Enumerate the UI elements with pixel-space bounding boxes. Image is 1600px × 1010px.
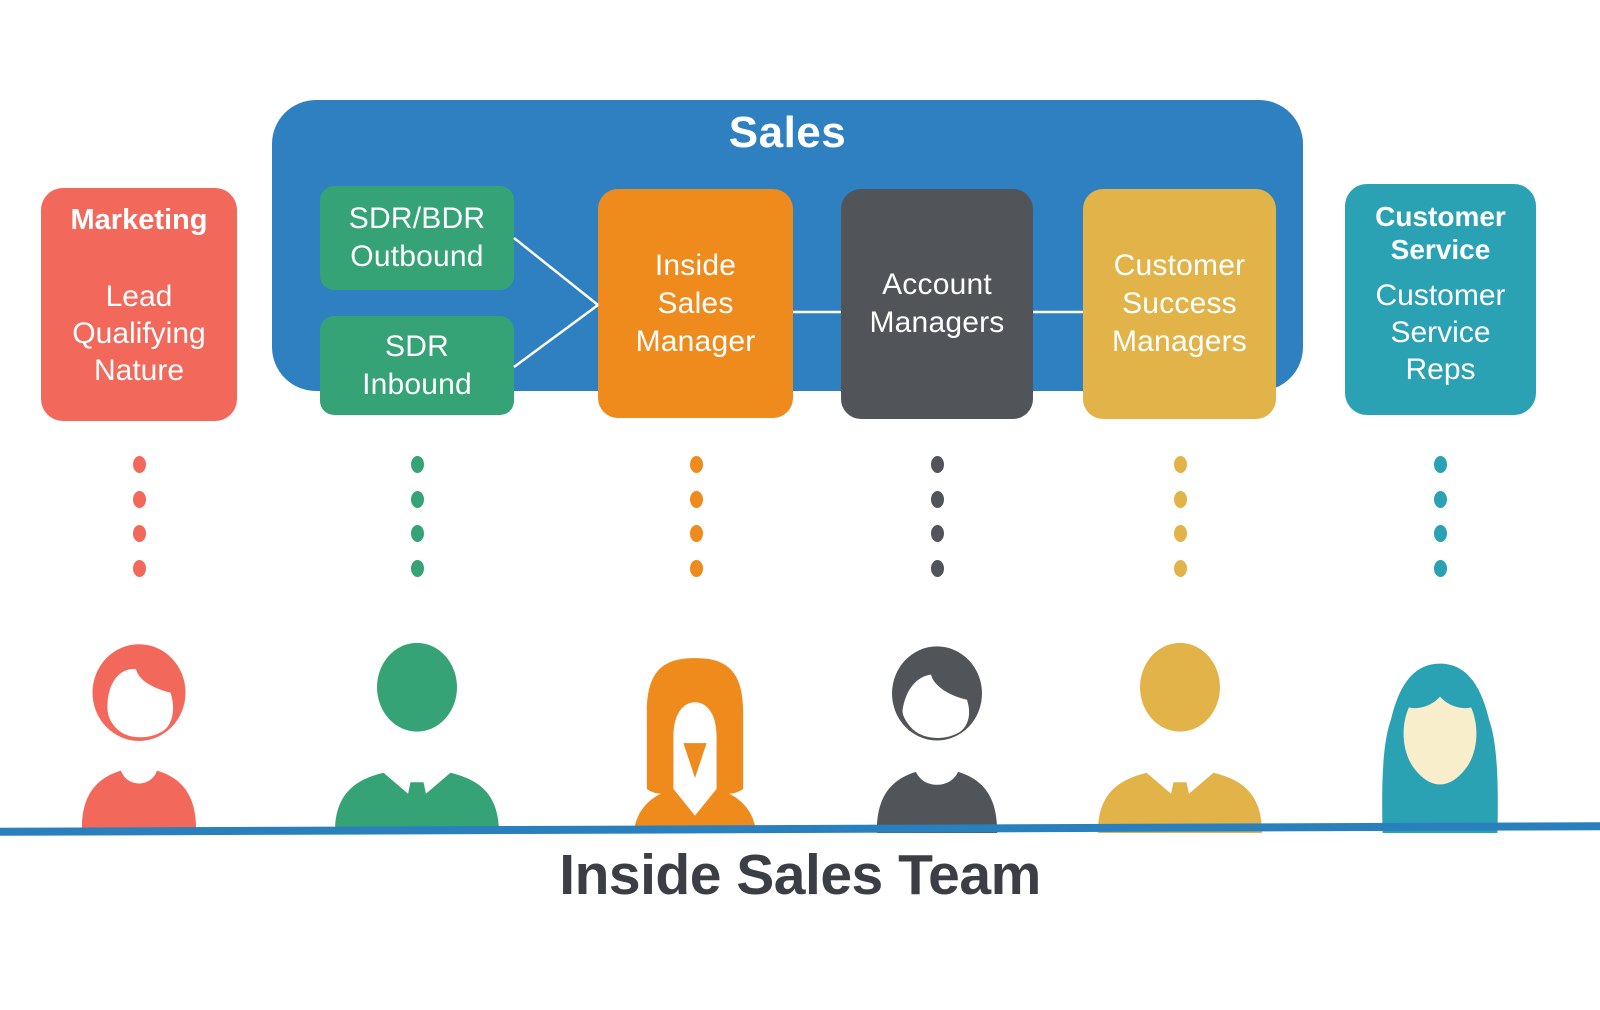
ism-dotted-leader — [686, 456, 706, 577]
dot — [1173, 490, 1187, 508]
dot — [410, 525, 424, 543]
am-dotted-leader — [927, 456, 947, 577]
dot — [410, 490, 424, 508]
dot — [930, 559, 944, 577]
customer-service-box-body: Customer Service Reps — [1375, 279, 1506, 386]
dot — [1433, 525, 1447, 543]
marketing-box-body: Lead Qualifying Nature — [72, 280, 206, 387]
account-managers-label: Account Managers — [869, 268, 1005, 339]
dot — [689, 525, 703, 543]
page-title: Inside Sales Team — [559, 843, 1041, 907]
dot — [1433, 559, 1447, 577]
dot — [410, 456, 424, 473]
customer-service-person-icon — [1382, 663, 1498, 833]
sdr-bdr-outbound-label: SDR/BDR Outbound — [348, 202, 486, 273]
customer-service-box-title: Customer Service — [1375, 201, 1506, 265]
dot — [1433, 490, 1447, 508]
marketing-box-title: Marketing — [70, 204, 208, 236]
csm-dotted-leader — [1170, 456, 1190, 577]
marketing-person-icon — [82, 644, 196, 833]
dot — [1433, 456, 1447, 473]
inside-sales-manager-person-icon — [633, 658, 757, 833]
dot — [689, 456, 703, 473]
baseline-rule — [0, 822, 1600, 836]
customer-service-box: Customer Service Customer Service Reps — [1345, 184, 1536, 415]
sdr-inbound-box: SDR Inbound — [320, 316, 514, 415]
sdr-bdr-outbound-box: SDR/BDR Outbound — [320, 186, 514, 290]
customer-success-person-icon — [1098, 642, 1262, 833]
marketing-dotted-leader — [129, 456, 149, 577]
dot — [410, 559, 424, 577]
marketing-box: Marketing Lead Qualifying Nature — [41, 188, 237, 421]
dot — [930, 525, 944, 543]
cs-dotted-leader — [1430, 456, 1450, 577]
dot — [930, 456, 944, 473]
dot — [689, 490, 703, 508]
dot — [132, 559, 146, 577]
dot — [132, 525, 146, 543]
customer-success-managers-box: Customer Success Managers — [1083, 189, 1276, 419]
sales-group-title: Sales — [728, 108, 847, 157]
dot — [132, 490, 146, 508]
dot — [930, 490, 944, 508]
sdr-dotted-leader — [407, 456, 427, 577]
dot — [132, 456, 146, 473]
sdr-person-icon — [335, 642, 499, 833]
customer-success-managers-label: Customer Success Managers — [1111, 249, 1247, 358]
dot — [1173, 525, 1187, 543]
dot — [1173, 559, 1187, 577]
dot — [1173, 456, 1187, 473]
inside-sales-manager-box: Inside Sales Manager — [598, 189, 793, 418]
dot — [689, 559, 703, 577]
account-manager-person-icon — [877, 646, 997, 833]
account-managers-box: Account Managers — [841, 189, 1033, 419]
inside-sales-manager-label: Inside Sales Manager — [635, 248, 756, 358]
sdr-inbound-label: SDR Inbound — [362, 329, 472, 401]
